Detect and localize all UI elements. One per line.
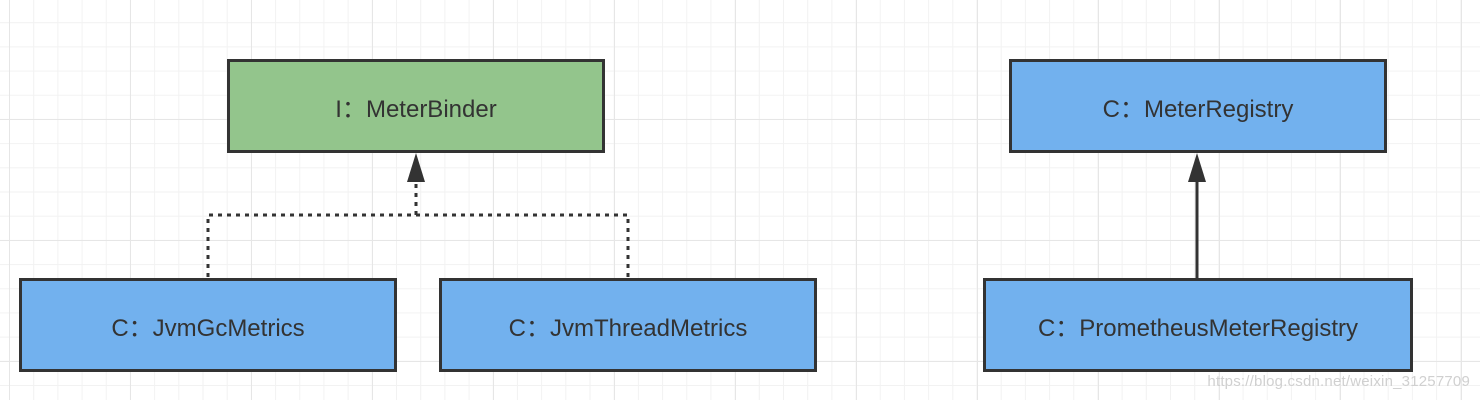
node-jvm-gc-metrics-label: C：JvmGcMetrics — [111, 314, 305, 342]
node-meter-binder[interactable]: I：MeterBinder — [227, 59, 605, 153]
node-meter-registry[interactable]: C：MeterRegistry — [1009, 59, 1387, 153]
node-prometheus-meter-registry[interactable]: C：PrometheusMeterRegistry — [983, 278, 1413, 372]
edge-jvmgc-to-meterbinder — [206, 213, 416, 277]
node-jvm-thread-metrics[interactable]: C：JvmThreadMetrics — [439, 278, 817, 372]
node-jvm-thread-metrics-label: C：JvmThreadMetrics — [508, 314, 748, 342]
watermark-url: https://blog.csdn.net/weixin_31257709 — [1207, 373, 1470, 390]
node-prometheus-meter-registry-label: C：PrometheusMeterRegistry — [1037, 314, 1359, 342]
node-meter-registry-label: C：MeterRegistry — [1102, 95, 1294, 123]
node-jvm-gc-metrics[interactable]: C：JvmGcMetrics — [19, 278, 397, 372]
arrow-head-meterbinder — [407, 153, 425, 182]
arrow-head-meterregistry — [1188, 153, 1206, 182]
edge-jvmthread-to-meterbinder — [416, 213, 630, 277]
node-meter-binder-label: I：MeterBinder — [335, 95, 497, 123]
